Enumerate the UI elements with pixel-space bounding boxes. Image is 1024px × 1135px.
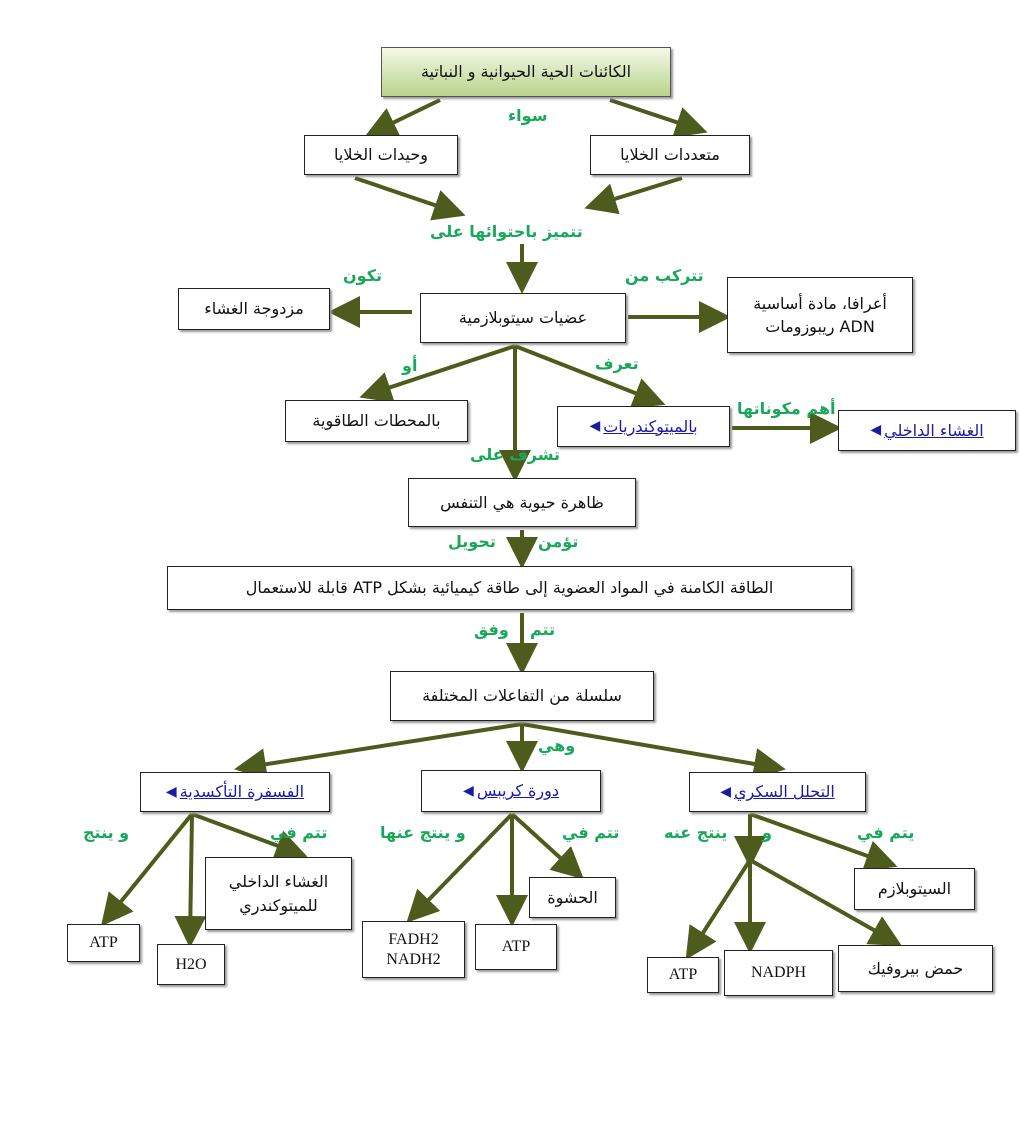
unicellular-box: وحيدات الخلايا — [304, 135, 458, 175]
glycolysis-box[interactable]: التحلل السكري◀ — [689, 772, 866, 812]
arrow — [191, 812, 308, 861]
arrow — [174, 813, 207, 948]
mitochondria-link[interactable]: بالميتوكندريات — [603, 416, 698, 436]
label-characterized: تتميز باحتوائها على — [430, 222, 583, 241]
arrow — [749, 858, 902, 946]
energy-stations-box: بالمحطات الطاقوية — [285, 400, 468, 442]
arrow — [609, 98, 708, 138]
arrow — [584, 176, 683, 215]
reaction-chain-box: سلسلة من التفاعلات المختلفة — [390, 671, 654, 721]
inner-membrane-box[interactable]: الغشاء الداخلي◀ — [838, 410, 1016, 451]
label-convert: تحويل — [448, 532, 496, 551]
oxphos-link[interactable]: الفسفرة التأكسدية — [179, 782, 305, 802]
label-either: سواء — [508, 106, 548, 125]
inner-membrane-link[interactable]: الغشاء الداخلي — [884, 420, 984, 440]
label-produce: و ينتج — [83, 823, 130, 842]
fadh2-nadh2-box: FADH2 NADH2 — [362, 921, 465, 978]
triangle-left-icon: ◀ — [589, 418, 601, 435]
atp-box: ATP — [647, 957, 719, 993]
label-occurs: تتم في — [562, 823, 620, 842]
matrix-box: الحشوة — [529, 877, 616, 918]
title-box: الكائنات الحية الحيوانية و النباتية — [381, 47, 671, 97]
atp-box: ATP — [67, 924, 140, 962]
cytoplasm-box: السيتوبلازم — [854, 868, 975, 910]
arrow — [514, 344, 666, 409]
box-line: الغشاء الداخلي — [228, 872, 329, 892]
arrow — [364, 98, 441, 137]
krebs-link[interactable]: دورة كريبس — [476, 781, 559, 801]
mitochondria-box[interactable]: بالميتوكندريات◀ — [557, 406, 730, 447]
composition-line: أعرافا، مادة أساسية — [753, 293, 887, 313]
label-done: تتم — [530, 620, 556, 639]
respiration-box: ظاهرة حيوية هي التنفس — [408, 478, 636, 527]
label-ensure: تؤمن — [538, 532, 579, 551]
composition-box: أعرافا، مادة أساسية ADN ريبوزومات — [727, 277, 913, 353]
label-components: أهم مكوناتها — [737, 399, 836, 418]
oxphos-box[interactable]: الفسفرة التأكسدية◀ — [140, 772, 330, 812]
arrow — [100, 812, 194, 927]
triangle-left-icon: ◀ — [720, 783, 732, 800]
arrow — [521, 722, 786, 780]
label-occurs: يتم في — [857, 823, 915, 842]
composition-line: ADN ريبوزومات — [765, 317, 875, 336]
label-composed: تتركب من — [625, 266, 704, 285]
atp-box: ATP — [475, 924, 557, 970]
label-and: و — [762, 823, 772, 842]
glycolysis-link[interactable]: التحلل السكري — [734, 782, 835, 802]
arrow — [685, 858, 752, 960]
label-or: أو — [402, 356, 418, 375]
triangle-left-icon: ◀ — [165, 783, 177, 800]
label-occurs: تتم في — [270, 823, 328, 842]
label-according: وفق — [474, 620, 509, 639]
krebs-box[interactable]: دورة كريبس◀ — [421, 770, 601, 812]
arrow — [234, 722, 523, 781]
energy-box: الطاقة الكامنة في المواد العضوية إلى طاق… — [167, 566, 852, 610]
label-supervise: تشرف على — [470, 445, 561, 464]
box-line: NADH2 — [386, 950, 441, 968]
pyruvic-acid-box: حمض بيروفيك — [838, 945, 993, 992]
arrow — [749, 812, 898, 871]
nadph-box: NADPH — [724, 950, 833, 996]
box-line: للميتوكندري — [239, 895, 318, 915]
organelles-box: عضيات سيتوبلازمية — [420, 293, 626, 343]
triangle-left-icon: ◀ — [463, 782, 474, 799]
label-which: وهي — [538, 736, 576, 755]
box-line: FADH2 — [388, 931, 439, 949]
double-membrane-box: مزدوجة الغشاء — [178, 288, 330, 330]
h2o-box: H2O — [157, 944, 225, 985]
arrow — [359, 344, 516, 403]
mito-inner-membrane-box: الغشاء الداخلي للميتوكندري — [205, 857, 352, 930]
arrow — [354, 176, 466, 221]
multicellular-box: متعددات الخلايا — [590, 135, 750, 175]
arrow — [406, 812, 514, 923]
arrow — [510, 812, 584, 880]
label-known: تعرف — [595, 354, 639, 373]
label-form: تكون — [343, 266, 382, 285]
label-produce: ينتج عنه — [664, 823, 728, 842]
triangle-left-icon: ◀ — [870, 422, 882, 439]
label-produce: و ينتج عنها — [380, 823, 466, 842]
